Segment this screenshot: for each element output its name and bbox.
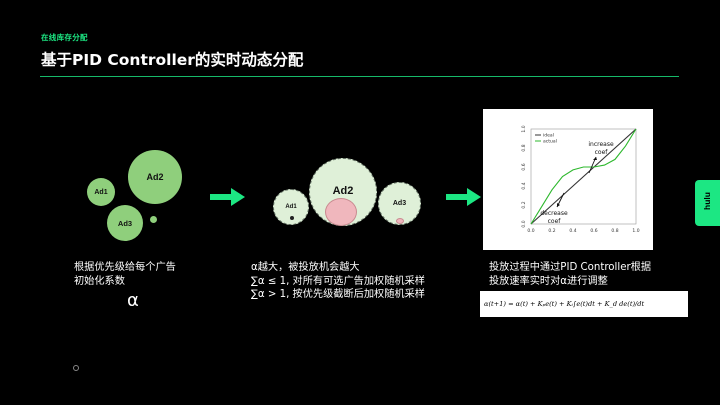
page-title: 基于PID Controller的实时动态分配 (41, 51, 304, 69)
ad3-label: Ad3 (392, 200, 407, 207)
y-tick-label: 0.8 (521, 144, 527, 151)
panel3-caption-line2: 投放速率实时对α进行调整 (489, 275, 608, 287)
ad1-label: Ad1 (94, 188, 108, 196)
ad2-fill-bubble (325, 198, 357, 226)
panel3-caption: 投放过程中通过PID Controller根据 投放速率实时对α进行调整 (489, 261, 651, 288)
panel2-caption: α越大，被投放机会越大 ∑α ≤ 1, 对所有可选广告加权随机采样 ∑α > 1… (251, 261, 425, 302)
y-tick-label: 0.6 (521, 163, 527, 170)
alpha-symbol: α (127, 290, 139, 311)
arrow-head (557, 203, 560, 207)
legend-label-ideal: ideal (543, 133, 554, 139)
ad3-bubble: Ad3 (107, 205, 143, 241)
y-tick-label: 0.2 (521, 201, 527, 208)
ad2-label: Ad2 (146, 172, 164, 182)
series-line-actual (530, 128, 637, 225)
x-tick-label: 0.6 (590, 228, 597, 234)
bullet-icon (73, 365, 79, 371)
pid-chart: 0.0 0.2 0.4 0.6 0.8 1.0 0.0 0.2 0.4 0.6 0.8 1.0 idea… (483, 109, 653, 250)
panel2-caption-line3: ∑α > 1, 按优先级截断后加权随机采样 (251, 289, 425, 300)
x-tick-label: 0.4 (569, 228, 576, 234)
small-bubble (150, 216, 157, 223)
ad1-dot (290, 216, 294, 220)
arrow-right-icon (446, 188, 482, 206)
panel1-caption: 根据优先级给每个广告 初始化系数 (74, 261, 176, 288)
y-tick-label: 0.4 (521, 182, 527, 189)
ad3-label: Ad3 (117, 218, 133, 228)
annotation-increase: increase (588, 141, 614, 148)
hulu-logo: hulu (702, 192, 712, 210)
ad2-label: Ad2 (332, 185, 354, 197)
title-divider (40, 76, 679, 77)
hulu-side-tab[interactable]: hulu (695, 180, 720, 226)
ad3-dashed-bubble: Ad3 (378, 182, 421, 225)
y-tick-label: 1.0 (521, 125, 527, 132)
series-line-ideal (530, 128, 637, 225)
x-tick-label: 0.2 (548, 228, 555, 234)
arrow-right-icon (210, 188, 246, 206)
arrow-head (593, 157, 597, 160)
ad3-fill-bubble (396, 218, 404, 224)
ad1-bubble: Ad1 (87, 178, 115, 206)
panel1-caption-line2: 初始化系数 (74, 275, 125, 287)
panel2-caption-line1: α越大，被投放机会越大 (251, 262, 360, 273)
panel2-caption-line2: ∑α ≤ 1, 对所有可选广告加权随机采样 (251, 275, 425, 287)
x-tick-label: 0.0 (527, 228, 534, 234)
x-tick-label: 1.0 (632, 228, 639, 234)
legend-label-actual: actual (543, 139, 557, 145)
pid-formula: α(t+1) = α(t) + Kₚe(t) + Kᵢ∫e(t)dt + K_d… (480, 291, 688, 317)
ad2-bubble: Ad2 (128, 150, 182, 204)
annotation-decrease: decrease (540, 210, 568, 217)
section-subtitle: 在线库存分配 (41, 33, 88, 42)
y-tick-label: 0.0 (521, 220, 527, 227)
ad1-label: Ad1 (285, 204, 297, 210)
annotation-coef: coef (595, 149, 609, 156)
annotation-coef: coef (548, 218, 562, 225)
panel1-caption-line1: 根据优先级给每个广告 (74, 262, 176, 273)
x-tick-label: 0.8 (611, 228, 618, 234)
plot-frame (530, 128, 637, 225)
panel3-caption-line1: 投放过程中通过PID Controller根据 (489, 262, 652, 273)
pid-chart-svg: 0.0 0.2 0.4 0.6 0.8 1.0 0.0 0.2 0.4 0.6 0.8 1.0 idea… (521, 125, 640, 234)
